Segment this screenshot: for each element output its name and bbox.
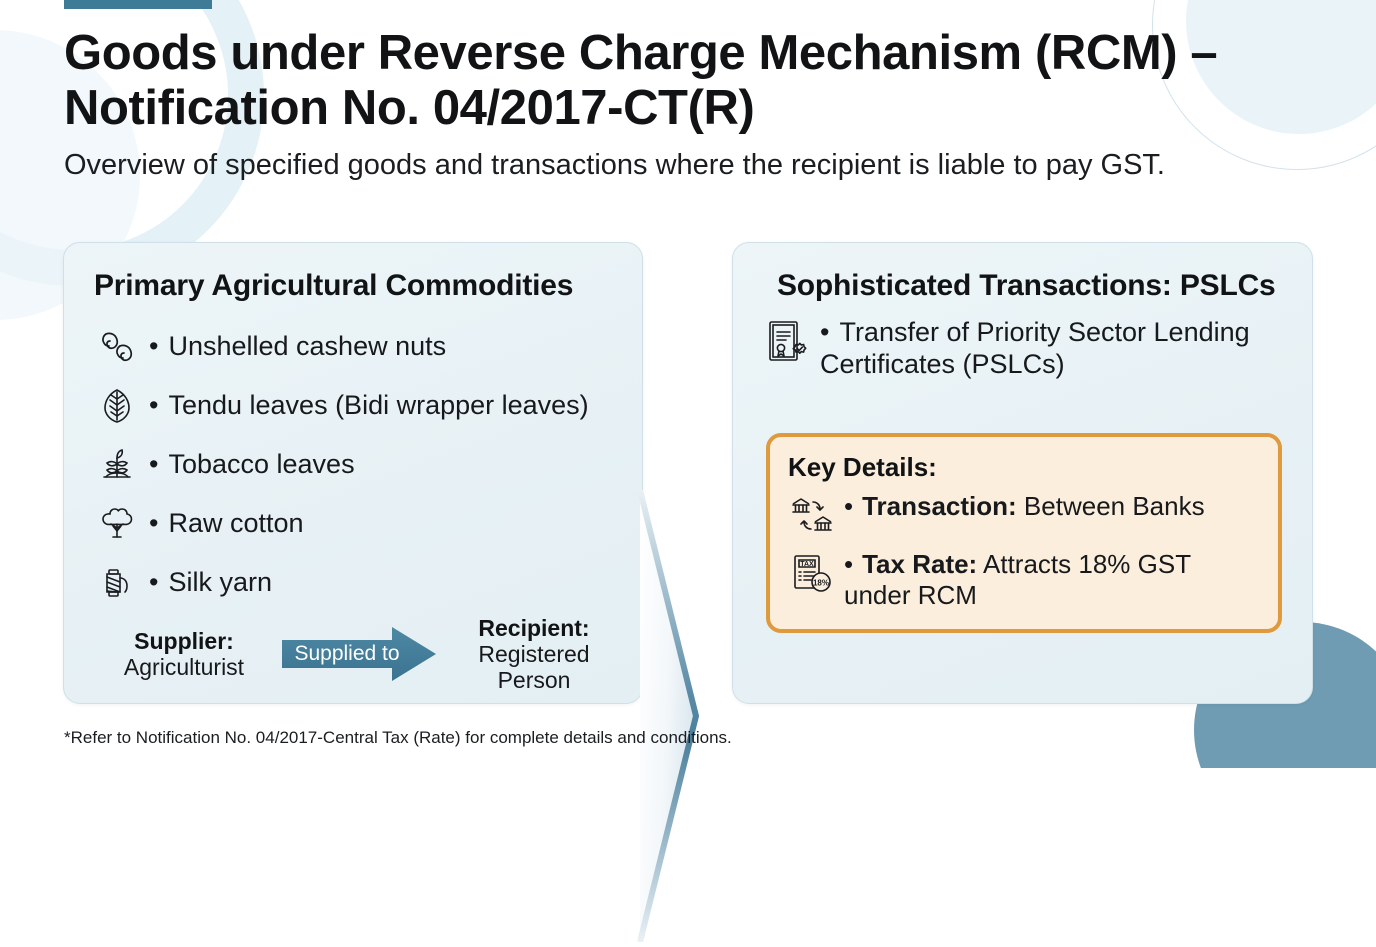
list-item: Raw cotton <box>94 494 620 553</box>
key-details-title: Key Details: <box>788 452 937 482</box>
footnote: *Refer to Notification No. 04/2017-Centr… <box>64 728 732 747</box>
supplier-block: Supplier: Agriculturist <box>94 628 274 680</box>
supplier-role-label: Supplier: <box>134 627 234 654</box>
accent-bar <box>64 0 212 9</box>
supplier-name-label: Agriculturist <box>123 654 245 680</box>
header: Goods under Reverse Charge Mechanism (RC… <box>64 26 1244 183</box>
commodity-list: Unshelled cashew nuts Tendu leaves (Bidi… <box>94 317 620 612</box>
key-detail-row-tax-rate: TAX 18% Tax Rate: Attracts 18% GST under… <box>788 549 1262 611</box>
recipient-name-label: Registered Person <box>478 640 590 694</box>
list-item-label: Tobacco leaves <box>149 449 354 480</box>
cards-row: Primary Agricultural Commodities Unshell… <box>0 242 1376 943</box>
list-item: Silk yarn <box>94 553 620 612</box>
chevron-arrow-between-cards <box>630 489 718 943</box>
card-sophisticated-transactions-pslcs: Sophisticated Transactions: PSLCs Transf… <box>732 242 1313 704</box>
right-card-title: Sophisticated Transactions: PSLCs <box>777 269 1276 302</box>
pslc-list-item: Transfer of Priority Sector Lending Cert… <box>763 317 1290 380</box>
cashew-nuts-icon <box>94 324 140 370</box>
list-item: Unshelled cashew nuts <box>94 317 620 376</box>
supplied-to-label: Supplied to <box>294 642 400 665</box>
tobacco-plant-icon <box>94 442 140 488</box>
certificate-seal-icon <box>763 317 811 373</box>
page-subtitle: Overview of specified goods and transact… <box>64 148 1165 181</box>
bank-transfer-icon <box>788 491 836 541</box>
page-title: Goods under Reverse Charge Mechanism (RC… <box>64 26 1218 135</box>
cotton-boll-icon <box>94 501 140 547</box>
key-detail-transaction-strong: Transaction: <box>862 491 1017 521</box>
key-detail-transaction-label: Transaction: Between Banks <box>844 491 1205 522</box>
svg-text:TAX: TAX <box>800 561 814 568</box>
list-item-label: Tendu leaves (Bidi wrapper leaves) <box>149 390 588 421</box>
silk-yarn-spool-icon <box>94 560 140 606</box>
tendu-leaves-icon <box>94 383 140 429</box>
key-detail-transaction-rest: Between Banks <box>1016 491 1205 521</box>
key-details-box: Key Details: <box>766 433 1282 634</box>
list-item: Tendu leaves (Bidi wrapper leaves) <box>94 376 620 435</box>
tax-18-percent-icon: TAX 18% <box>788 549 836 599</box>
key-detail-row-transaction: Transaction: Between Banks <box>788 491 1262 541</box>
left-card-title: Primary Agricultural Commodities <box>94 269 574 302</box>
list-item-label: Unshelled cashew nuts <box>149 331 446 362</box>
svg-text:18%: 18% <box>813 579 829 588</box>
supplied-to-arrow: Supplied to <box>280 623 438 685</box>
key-detail-tax-rate-strong: Tax Rate: <box>862 549 978 579</box>
list-item: Tobacco leaves <box>94 435 620 494</box>
recipient-role-label: Recipient: <box>478 614 590 641</box>
pslc-item-label: Transfer of Priority Sector Lending Cert… <box>820 317 1250 380</box>
list-item-label: Silk yarn <box>149 567 272 598</box>
card-primary-agricultural-commodities: Primary Agricultural Commodities Unshell… <box>63 242 643 704</box>
key-detail-tax-rate-rest: Attracts 18% GST under RCM <box>844 549 1191 611</box>
list-item-label: Raw cotton <box>149 508 303 539</box>
recipient-block: Recipient: Registered Person <box>444 615 624 694</box>
supplier-recipient-flow: Supplier: Agriculturist Supplied to Rec <box>94 615 624 693</box>
key-detail-tax-rate-label: Tax Rate: Attracts 18% GST under RCM <box>844 549 1244 611</box>
